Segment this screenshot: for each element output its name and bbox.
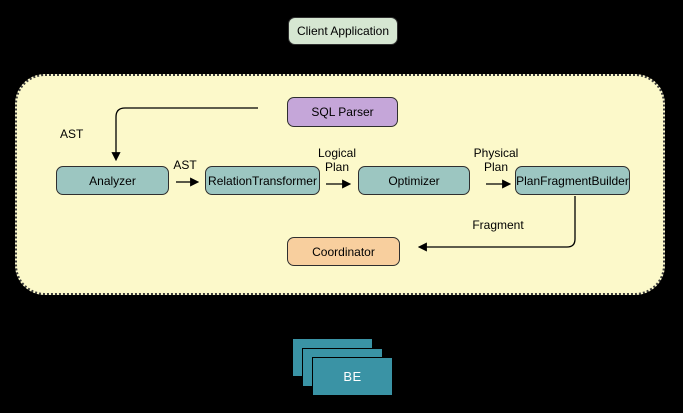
edge-label-ast-parser: AST — [60, 127, 84, 141]
node-sql-parser: SQL Parser — [287, 97, 398, 127]
edge-label-logical-plan: Logical Plan — [317, 146, 357, 174]
node-plan-fragment-builder: PlanFragmentBuilder — [515, 166, 630, 195]
node-coordinator: Coordinator — [287, 237, 400, 266]
edge-label-physical-plan: Physical Plan — [473, 146, 519, 174]
node-relation-transformer: RelationTransformer — [205, 166, 320, 195]
node-analyzer: Analyzer — [56, 166, 169, 195]
edge-label-ast-analyzer: AST — [173, 158, 197, 172]
node-optimizer: Optimizer — [358, 166, 470, 195]
edge-label-fragment: Fragment — [472, 218, 524, 232]
node-be: BE — [312, 357, 393, 396]
node-client-application: Client Application — [288, 17, 398, 45]
